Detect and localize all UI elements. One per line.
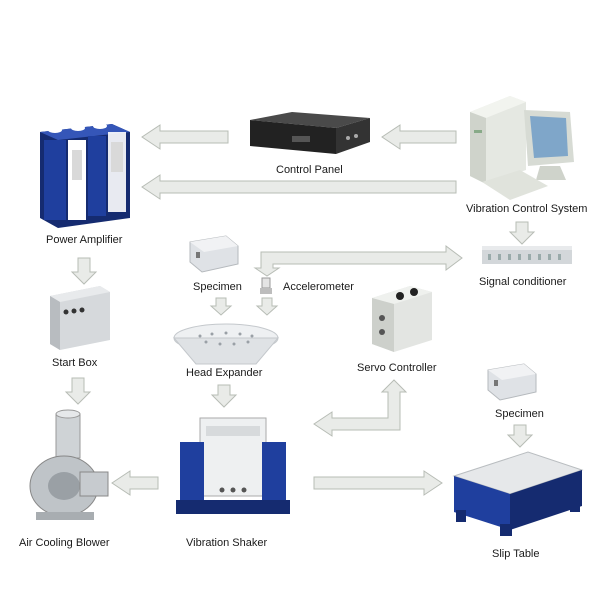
label-head-expander: Head Expander bbox=[186, 367, 263, 379]
start-box-image bbox=[50, 286, 110, 350]
arrow-servo-controller-to-shaker bbox=[313, 379, 408, 437]
label-vibration-control-system: Vibration Control System bbox=[466, 203, 588, 215]
arrow-vcs-to-signal-conditioner bbox=[508, 221, 536, 245]
control-panel-image bbox=[250, 112, 370, 154]
arrow-vcs-to-control-panel bbox=[381, 124, 457, 150]
label-specimen-top: Specimen bbox=[193, 281, 242, 293]
label-signal-conditioner: Signal conditioner bbox=[479, 276, 567, 288]
servo-controller-image bbox=[372, 286, 432, 352]
arrow-amplifier-to-start-box bbox=[70, 257, 98, 285]
label-vibration-shaker: Vibration Shaker bbox=[186, 537, 268, 549]
power-amplifier-image bbox=[40, 123, 130, 228]
label-start-box: Start Box bbox=[52, 357, 98, 369]
label-power-amplifier: Power Amplifier bbox=[46, 234, 123, 246]
specimen-right-image bbox=[487, 363, 537, 401]
arrow-vcs-to-amplifier bbox=[141, 174, 457, 200]
slip-table-image bbox=[452, 451, 584, 536]
arrow-control-panel-to-amplifier bbox=[141, 124, 229, 150]
vibration-control-system-image bbox=[470, 96, 574, 200]
label-accelerometer: Accelerometer bbox=[283, 281, 354, 293]
label-slip-table: Slip Table bbox=[492, 548, 540, 560]
arrow-accelerometer-to-head-expander bbox=[255, 297, 279, 316]
specimen-top-image bbox=[189, 235, 239, 273]
accelerometer-image bbox=[260, 277, 272, 294]
label-specimen-right: Specimen bbox=[495, 408, 544, 420]
vibration-shaker-image bbox=[176, 417, 290, 514]
arrow-accelerometer-to-signal-conditioner bbox=[253, 245, 463, 277]
arrow-head-expander-to-shaker bbox=[210, 384, 238, 408]
arrow-shaker-to-blower bbox=[111, 470, 159, 496]
arrow-specimen-to-head-expander bbox=[209, 297, 233, 316]
arrow-start-box-to-blower bbox=[64, 377, 92, 405]
label-control-panel: Control Panel bbox=[276, 164, 343, 176]
head-expander-image bbox=[172, 323, 280, 365]
label-air-cooling-blower: Air Cooling Blower bbox=[19, 537, 110, 549]
label-servo-controller: Servo Controller bbox=[357, 362, 437, 374]
air-cooling-blower-image bbox=[29, 409, 109, 520]
arrow-specimen-to-slip-table bbox=[506, 424, 534, 448]
arrow-shaker-to-slip-table bbox=[313, 470, 443, 496]
signal-conditioner-image bbox=[482, 246, 572, 264]
